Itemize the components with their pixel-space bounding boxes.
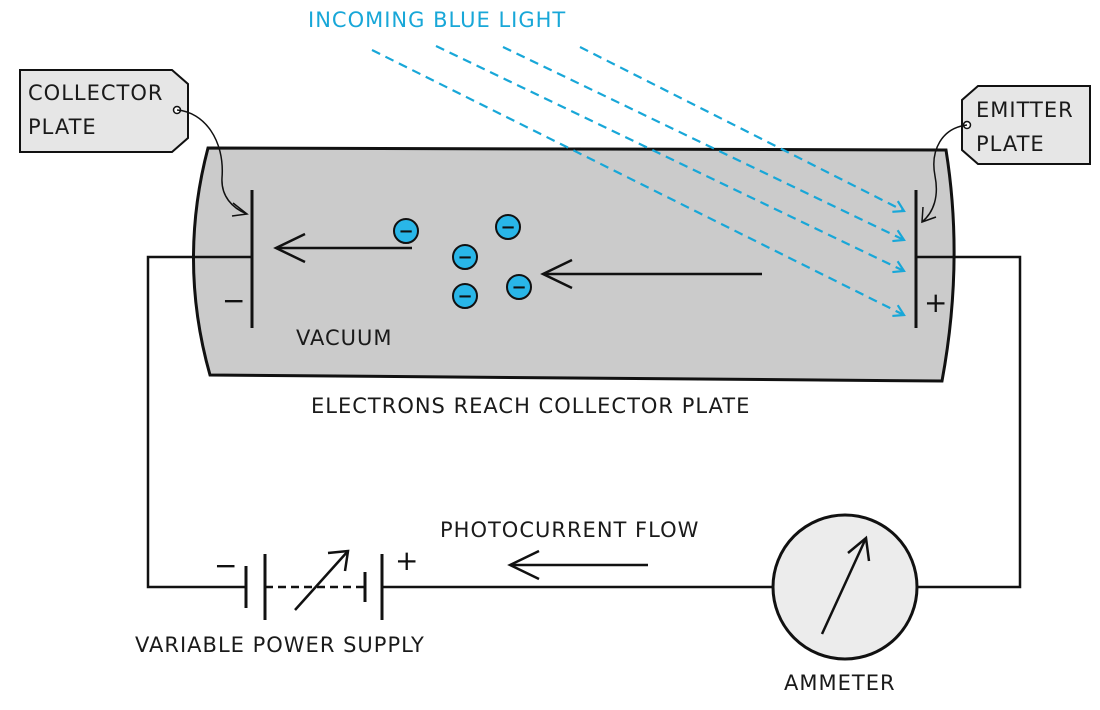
electron: − bbox=[452, 244, 478, 270]
emitter-positive-sign: + bbox=[924, 286, 947, 319]
power-supply-label: VARIABLE POWER SUPPLY bbox=[135, 633, 425, 657]
light-ray bbox=[371, 49, 906, 318]
svg-text:−: − bbox=[457, 286, 472, 307]
incoming-light-label: INCOMING BLUE LIGHT bbox=[308, 8, 566, 32]
electron: − bbox=[506, 274, 532, 300]
electron-arrow-right bbox=[540, 258, 762, 290]
electrons-reach-label: ELECTRONS REACH COLLECTOR PLATE bbox=[311, 394, 750, 418]
light-ray bbox=[435, 45, 906, 274]
vacuum-tube bbox=[192, 146, 956, 383]
supply-negative-sign: − bbox=[214, 549, 237, 582]
photocurrent-flow-label: PHOTOCURRENT FLOW bbox=[440, 518, 699, 542]
svg-text:−: − bbox=[398, 221, 413, 242]
emitter-tag-string bbox=[921, 124, 968, 223]
light-ray bbox=[579, 46, 906, 213]
variable-power-supply bbox=[244, 549, 384, 620]
incoming-light-rays bbox=[371, 45, 906, 318]
svg-text:−: − bbox=[500, 217, 515, 238]
collector-plate-tag bbox=[19, 69, 189, 153]
electron: − bbox=[452, 283, 478, 309]
ammeter-label: AMMETER bbox=[784, 671, 896, 695]
collector-tag-label: PLATE bbox=[28, 115, 97, 139]
circuit-wire-right bbox=[916, 255, 1022, 589]
emitter-tag-label: PLATE bbox=[976, 132, 1045, 156]
ammeter bbox=[771, 513, 919, 661]
emitter-tag-label: EMITTER bbox=[976, 98, 1074, 122]
electron-arrow-left bbox=[273, 232, 412, 264]
svg-text:−: − bbox=[511, 277, 526, 298]
svg-text:−: − bbox=[457, 247, 472, 268]
electron: − bbox=[495, 214, 521, 240]
photocurrent-arrow bbox=[507, 549, 648, 581]
vacuum-label: VACUUM bbox=[296, 326, 393, 350]
emitter-plate-tag bbox=[961, 85, 1091, 165]
collector-negative-sign: − bbox=[222, 284, 245, 317]
supply-positive-sign: + bbox=[395, 544, 418, 577]
circuit-wire-left bbox=[146, 255, 252, 589]
electron: − bbox=[393, 218, 419, 244]
collector-tag-string bbox=[176, 109, 248, 215]
collector-tag-label: COLLECTOR bbox=[28, 81, 163, 105]
